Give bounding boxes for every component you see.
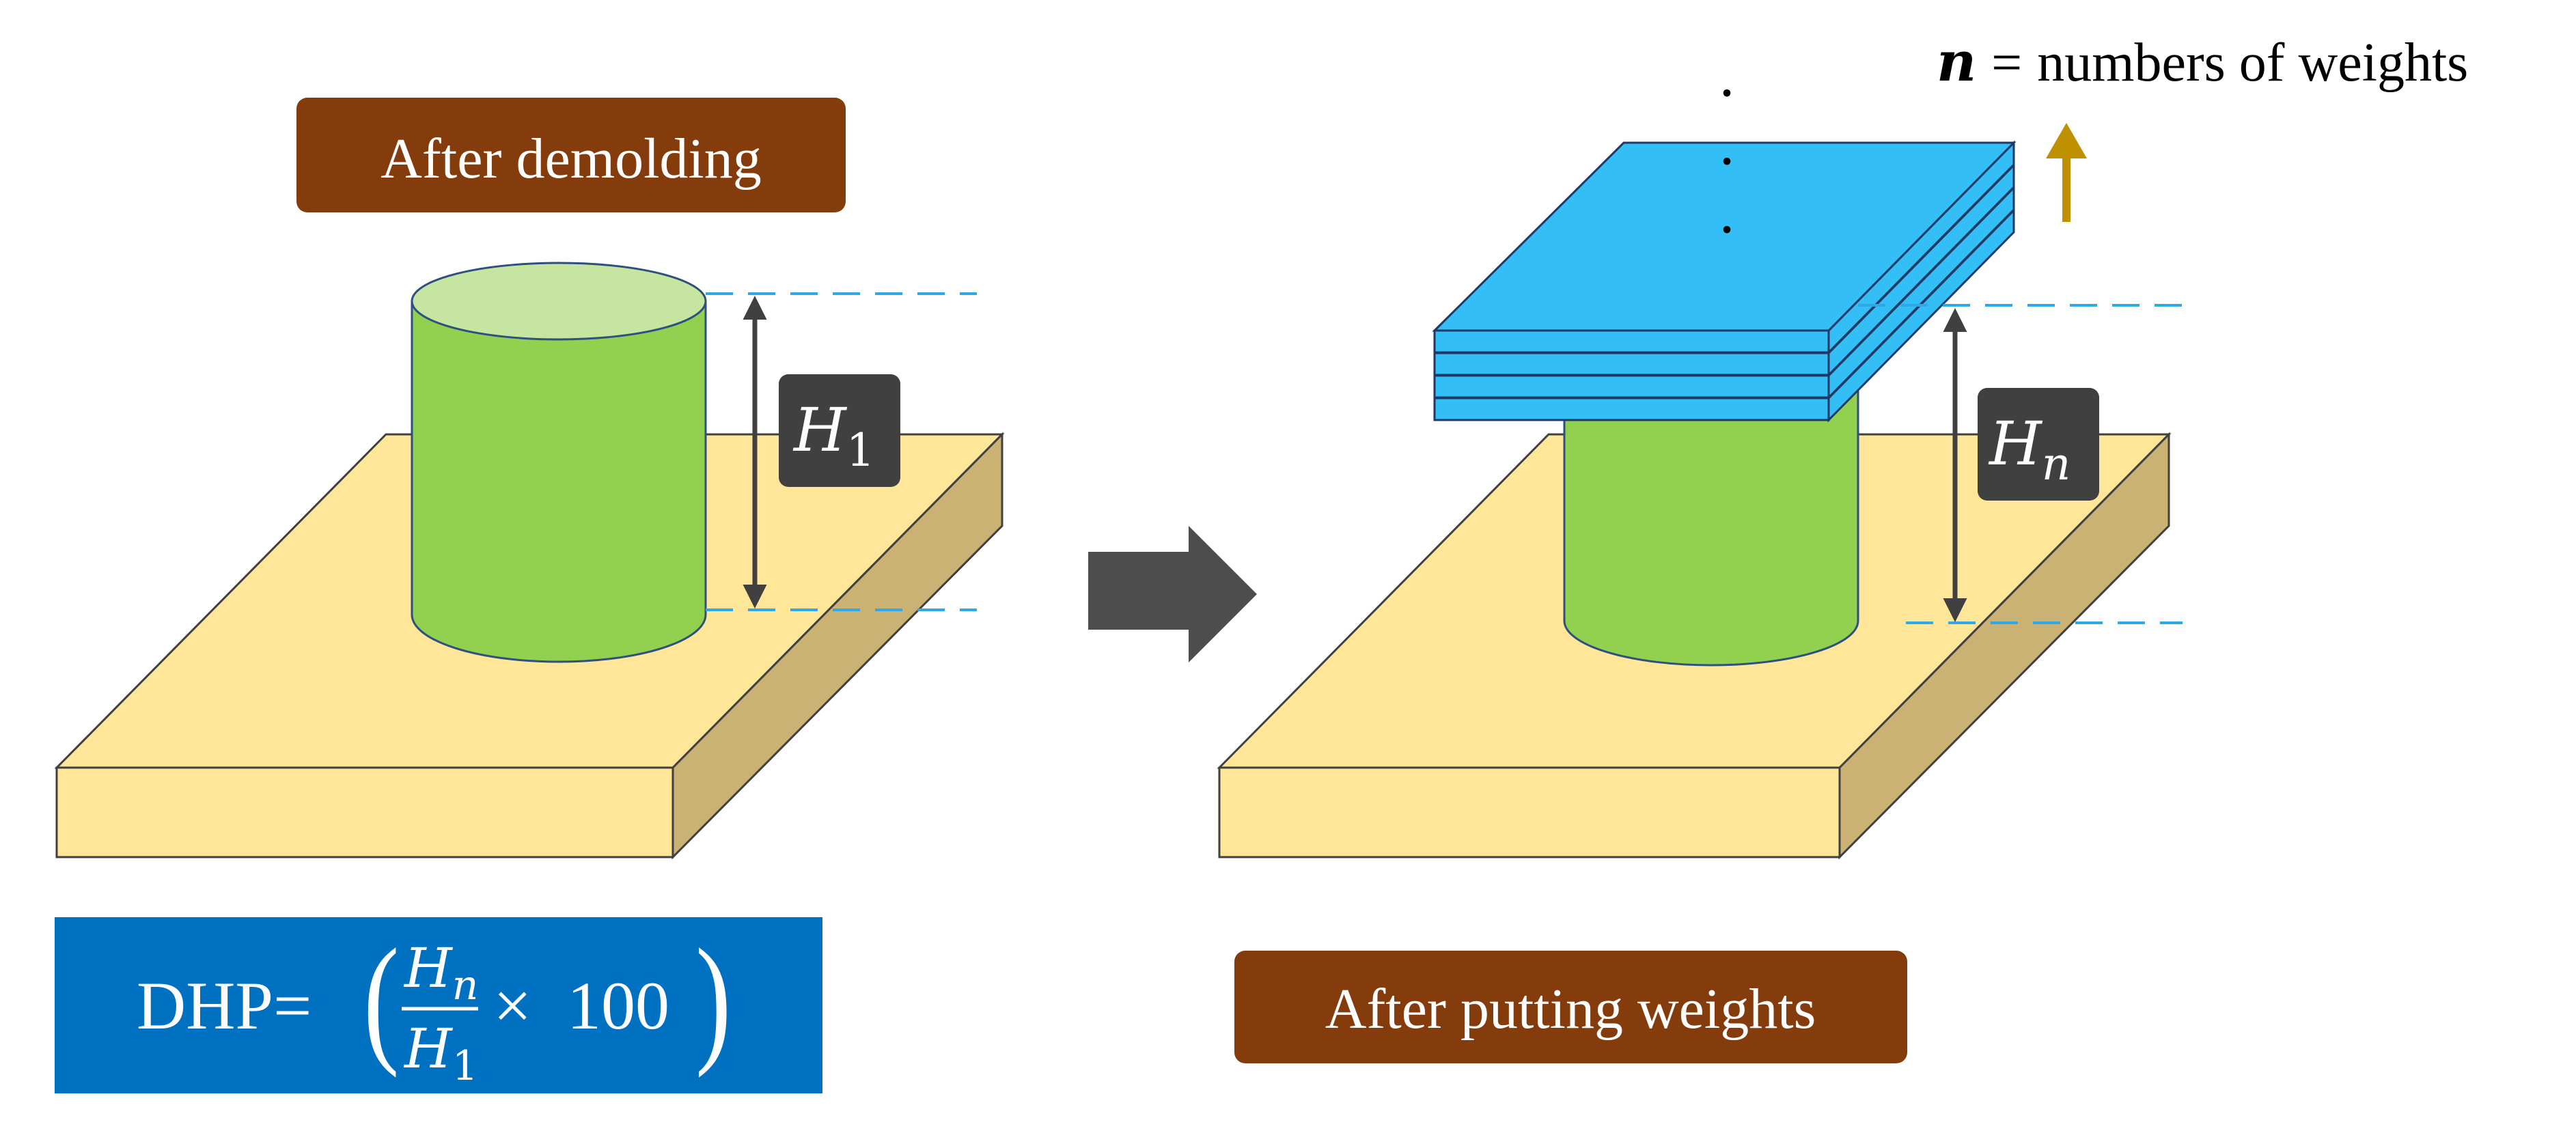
h1-tag-sub: 1 [846, 424, 875, 477]
formula-num-base: H [403, 936, 454, 1000]
formula-den-sub: 1 [452, 1042, 478, 1090]
up-arrow [2046, 123, 2087, 222]
after-demolding-label: After demolding [296, 98, 846, 212]
svg-text:H1: H1 [403, 1017, 478, 1090]
hn-tag: Hn [1978, 388, 2099, 501]
weight-plate [1433, 163, 2015, 378]
svg-text:Hn: Hn [1988, 408, 2071, 490]
left-scene: H1 After demolding [54, 98, 1005, 860]
ellipsis-dot-1: . [1719, 42, 1735, 109]
right-scene: . . . n=numbers of weights Hn After putt… [1217, 29, 2468, 1063]
weight-plate-top [1432, 140, 2017, 355]
h1-tag-base: H [792, 395, 848, 465]
after-demolding-text: After demolding [380, 127, 762, 191]
hn-tag-sub: n [2042, 438, 2071, 490]
formula-times: × [493, 968, 531, 1044]
hn-tag-base: H [1988, 408, 2043, 479]
ellipsis-dot-2: . [1719, 110, 1735, 178]
formula-den-base: H [403, 1017, 454, 1080]
formula-factor: 100 [567, 968, 669, 1044]
dhp-formula-box: DHP= ( Hn H1 × 100 ) [55, 917, 822, 1093]
legend-equals: = [1991, 33, 2022, 93]
after-putting-weights-text: After putting weights [1325, 977, 1816, 1041]
legend-text: numbers of weights [2037, 33, 2468, 93]
formula-lhs: DHP= [137, 968, 311, 1044]
right-cylinder [1563, 381, 1859, 667]
after-putting-weights-label: After putting weights [1234, 951, 1907, 1063]
h1-tag: H1 [779, 374, 900, 487]
process-arrow [1088, 526, 1257, 662]
legend-symbol: n [1937, 29, 1976, 94]
svg-text:Hn: Hn [403, 936, 478, 1009]
weights-legend: n=numbers of weights [1937, 29, 2468, 94]
formula-num-sub: n [452, 962, 479, 1009]
weight-stack [1432, 140, 2017, 423]
weight-plate [1433, 185, 2015, 400]
formula-close-paren: ) [695, 920, 731, 1078]
ellipsis-dots: . . . [1719, 42, 1735, 246]
ellipsis-dot-3: . [1719, 178, 1735, 246]
svg-text:H1: H1 [792, 395, 875, 477]
formula-open-paren: ( [363, 920, 399, 1078]
left-cylinder [411, 262, 707, 663]
